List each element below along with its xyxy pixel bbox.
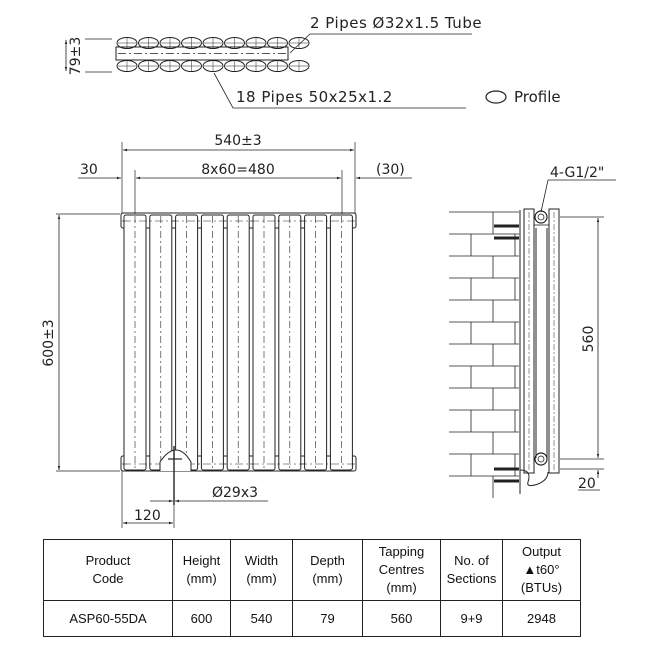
header-product-code: Product Code bbox=[43, 539, 173, 601]
table-header-row: Product Code Height (mm) Width (mm) Dept… bbox=[43, 539, 581, 601]
header-width: Width (mm) bbox=[230, 539, 293, 601]
depth-dim-label: 79±3 bbox=[68, 37, 84, 75]
overall-width-label: 540±3 bbox=[214, 133, 261, 149]
profile-suffix-label: Profile bbox=[514, 88, 561, 106]
tapping-centres-label: 560 bbox=[581, 326, 597, 353]
radiator-sections bbox=[123, 214, 355, 471]
tube-profile bbox=[115, 46, 289, 61]
specification-table: Product Code Height (mm) Width (mm) Dept… bbox=[43, 539, 581, 637]
connections-label: 4-G1/2" bbox=[550, 165, 604, 181]
cell-product-code: ASP60-55DA bbox=[43, 600, 173, 637]
profile-label: 18 Pipes 50x25x1.2 bbox=[236, 88, 393, 106]
cell-width: 540 bbox=[230, 600, 293, 637]
valve-dim-label: Ø29x3 bbox=[212, 485, 258, 501]
technical-drawing: 79±3 2 Pipes Ø32x1.5 Tube 18 Pipes 50x25… bbox=[41, 14, 616, 528]
tube-label: 2 Pipes Ø32x1.5 Tube bbox=[310, 14, 482, 32]
header-height: Height (mm) bbox=[172, 539, 231, 601]
cell-depth: 79 bbox=[292, 600, 363, 637]
oval-pipe-rows bbox=[116, 37, 310, 72]
brick-wall bbox=[449, 211, 519, 498]
height-label: 600±3 bbox=[41, 319, 57, 366]
valve-offset-label: 120 bbox=[134, 508, 161, 524]
pitch-label: 8x60=480 bbox=[201, 162, 274, 178]
table-row: ASP60-55DA 600 540 79 560 9+9 2948 bbox=[43, 600, 581, 637]
left-offset-label: 30 bbox=[80, 162, 98, 178]
cell-output: 2948 bbox=[502, 600, 581, 637]
header-output: Output ▲t60° (BTUs) bbox=[502, 539, 581, 601]
cell-height: 600 bbox=[172, 600, 231, 637]
right-offset-label: (30) bbox=[376, 162, 405, 178]
header-depth: Depth (mm) bbox=[292, 539, 363, 601]
cell-sections: 9+9 bbox=[440, 600, 503, 637]
oval-profile-icon bbox=[485, 90, 507, 104]
header-tapping-centres: Tapping Centres (mm) bbox=[362, 539, 441, 601]
side-view bbox=[449, 179, 616, 498]
top-view bbox=[64, 33, 472, 109]
front-view bbox=[56, 142, 412, 528]
header-sections: No. of Sections bbox=[440, 539, 503, 601]
bottom-offset-label: 20 bbox=[578, 476, 596, 492]
cell-tapping-centres: 560 bbox=[362, 600, 441, 637]
